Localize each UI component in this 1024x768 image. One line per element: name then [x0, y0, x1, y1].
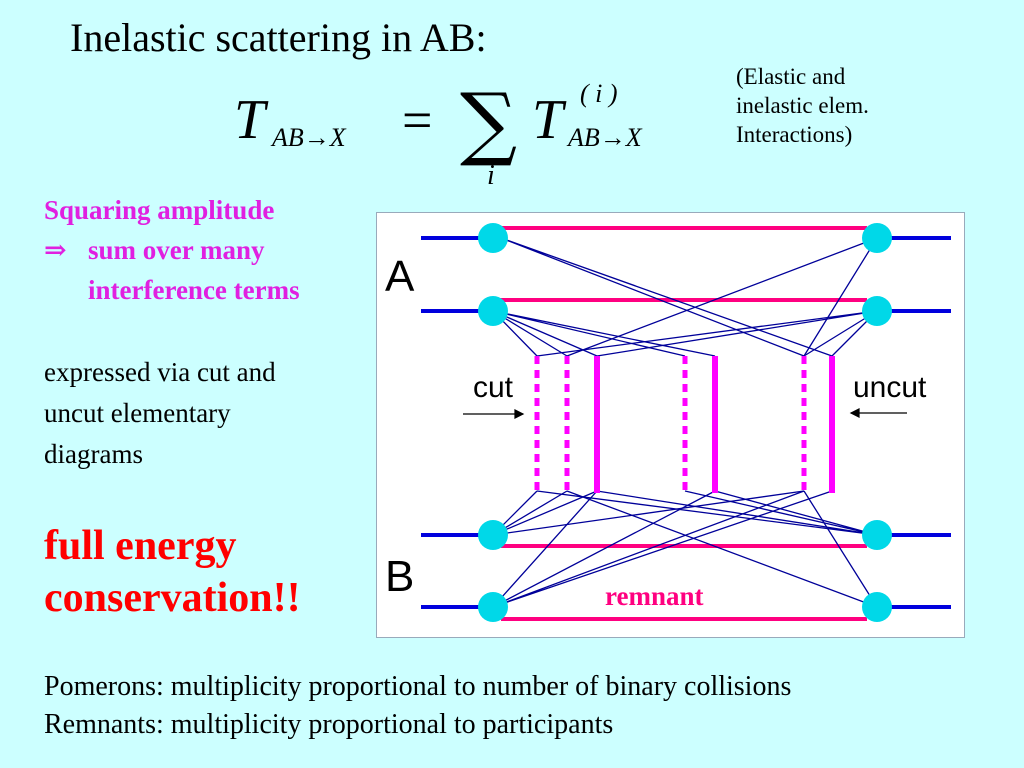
expressed-note: expressed via cut and uncut elementary d…: [44, 352, 276, 475]
node-a1-left: [478, 223, 508, 253]
nucleon-lines: [421, 236, 951, 609]
node-b2-right: [862, 592, 892, 622]
squaring-line-3: interference terms: [88, 275, 300, 305]
expressed-line-2: uncut elementary: [44, 398, 231, 428]
amplitude-formula: T AB→X = ∑ i T ( i ) AB→X: [234, 76, 643, 191]
links-a1-right: [566, 237, 878, 357]
page-title: Inelastic scattering in AB:: [70, 15, 487, 60]
expressed-line-1: expressed via cut and: [44, 357, 276, 387]
links-a1-left: [500, 237, 833, 357]
links-b1-left: [492, 490, 805, 536]
squaring-line-1: Squaring amplitude: [44, 195, 275, 225]
label-remnant: remnant: [605, 581, 704, 611]
expressed-line-3: diagrams: [44, 439, 143, 469]
footer-notes: Pomerons: multiplicity proportional to n…: [44, 668, 791, 744]
implies-arrow-icon: ⇒: [44, 235, 67, 265]
formula-lhs-symbol: T: [234, 89, 269, 151]
formula-equals: =: [402, 90, 432, 150]
node-a2-left: [478, 296, 508, 326]
energy-conservation-note: full energy conservation!!: [44, 520, 301, 624]
elastic-note: (Elastic and inelastic elem. Interaction…: [736, 62, 869, 149]
node-a1-right: [862, 223, 892, 253]
node-b1-right: [862, 520, 892, 550]
label-nucleus-b: B: [385, 552, 414, 601]
conservation-line-1: full energy: [44, 523, 237, 569]
footer-line-1: Pomerons: multiplicity proportional to n…: [44, 671, 792, 702]
formula-rhs-symbol: T: [532, 89, 567, 151]
links-a2-right: [536, 310, 878, 357]
cut-pomerons: [534, 356, 807, 493]
formula-lhs-subscript: AB→X: [270, 123, 347, 152]
uncut-arrow-icon: [849, 408, 907, 418]
squaring-line-2-text: sum over many: [88, 235, 265, 265]
footer-line-2: Remnants: multiplicity proportional to p…: [44, 709, 614, 740]
note-line-2: inelastic elem.: [736, 93, 869, 118]
formula-sum-sign: ∑: [460, 76, 517, 169]
links-b2-left: [492, 490, 833, 608]
formula-rhs-subscript: AB→X: [566, 123, 643, 152]
cut-arrow-icon: [463, 409, 525, 419]
links-b1-right: [536, 490, 878, 536]
node-a2-right: [862, 296, 892, 326]
remnant-bars: [495, 226, 867, 621]
label-uncut: uncut: [853, 371, 927, 404]
note-line-3: Interactions): [736, 122, 853, 147]
uncut-pomerons: [594, 356, 835, 493]
links-b2-right: [566, 490, 878, 608]
scattering-diagram: A B cut uncut remnant: [376, 212, 965, 638]
squaring-note: Squaring amplitude ⇒ sum over many interf…: [44, 190, 300, 310]
squaring-line-2: ⇒ sum over many: [44, 230, 300, 270]
formula-rhs-superscript: ( i ): [580, 79, 618, 108]
conservation-line-2: conservation!!: [44, 575, 301, 621]
label-cut: cut: [473, 371, 514, 404]
node-b1-left: [478, 520, 508, 550]
node-b2-left: [478, 592, 508, 622]
label-nucleus-a: A: [385, 252, 415, 301]
note-line-1: (Elastic and: [736, 64, 846, 89]
formula-sum-index: i: [487, 160, 495, 191]
links-a2-left: [492, 310, 716, 357]
link-lines: [492, 237, 878, 608]
nucleon-nodes: [478, 223, 892, 622]
